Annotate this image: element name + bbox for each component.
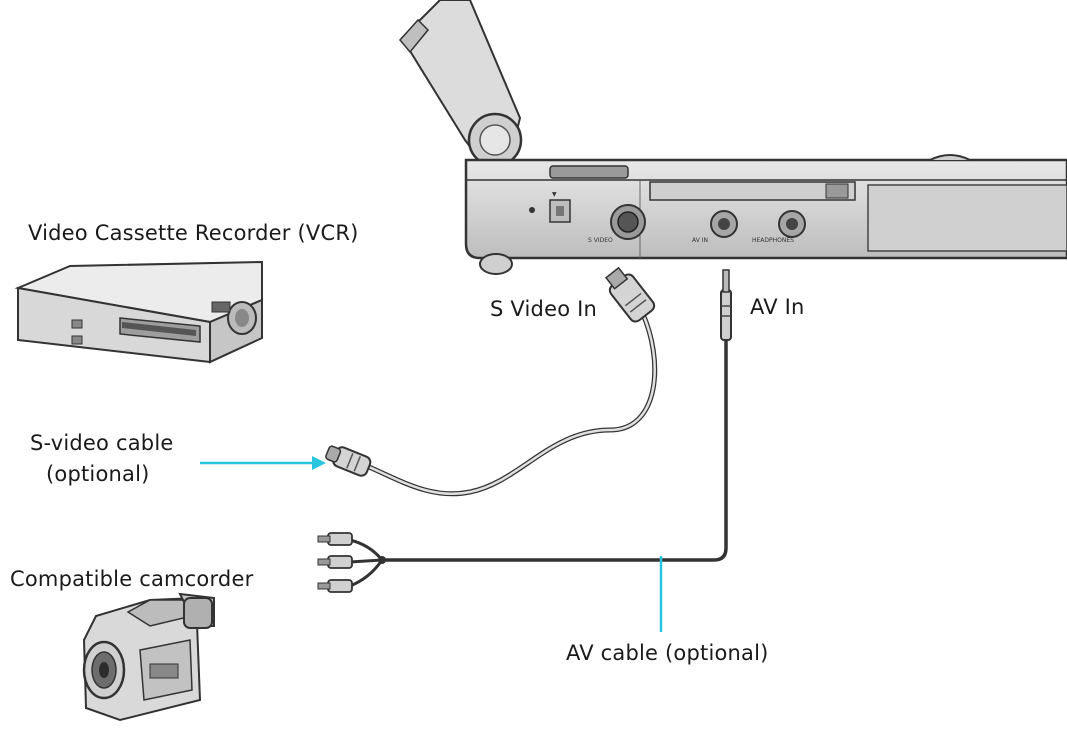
label-camcorder: Compatible camcorder [10,567,254,591]
label-av-in: AV In [750,295,805,319]
label-av-cable: AV cable (optional) [566,641,769,665]
vcr-device [14,260,263,364]
laptop-computer: ▼ S VIDEO AV IN HEADPHONES [399,0,1067,275]
port-label-av-in: AV IN [692,237,708,244]
camcorder-device [82,592,215,722]
label-vcr: Video Cassette Recorder (VCR) [28,221,359,245]
label-s-video-cable-optional: (optional) [46,462,150,486]
svg-text:▼: ▼ [552,191,557,198]
label-s-video-in: S Video In [490,297,598,321]
port-label-s-video: S VIDEO [588,237,613,244]
callouts [200,456,663,632]
port-label-headphones: HEADPHONES [752,237,794,244]
av-cable [317,269,732,593]
s-video-cable [325,266,658,497]
label-s-video-cable: S-video cable [30,431,174,455]
